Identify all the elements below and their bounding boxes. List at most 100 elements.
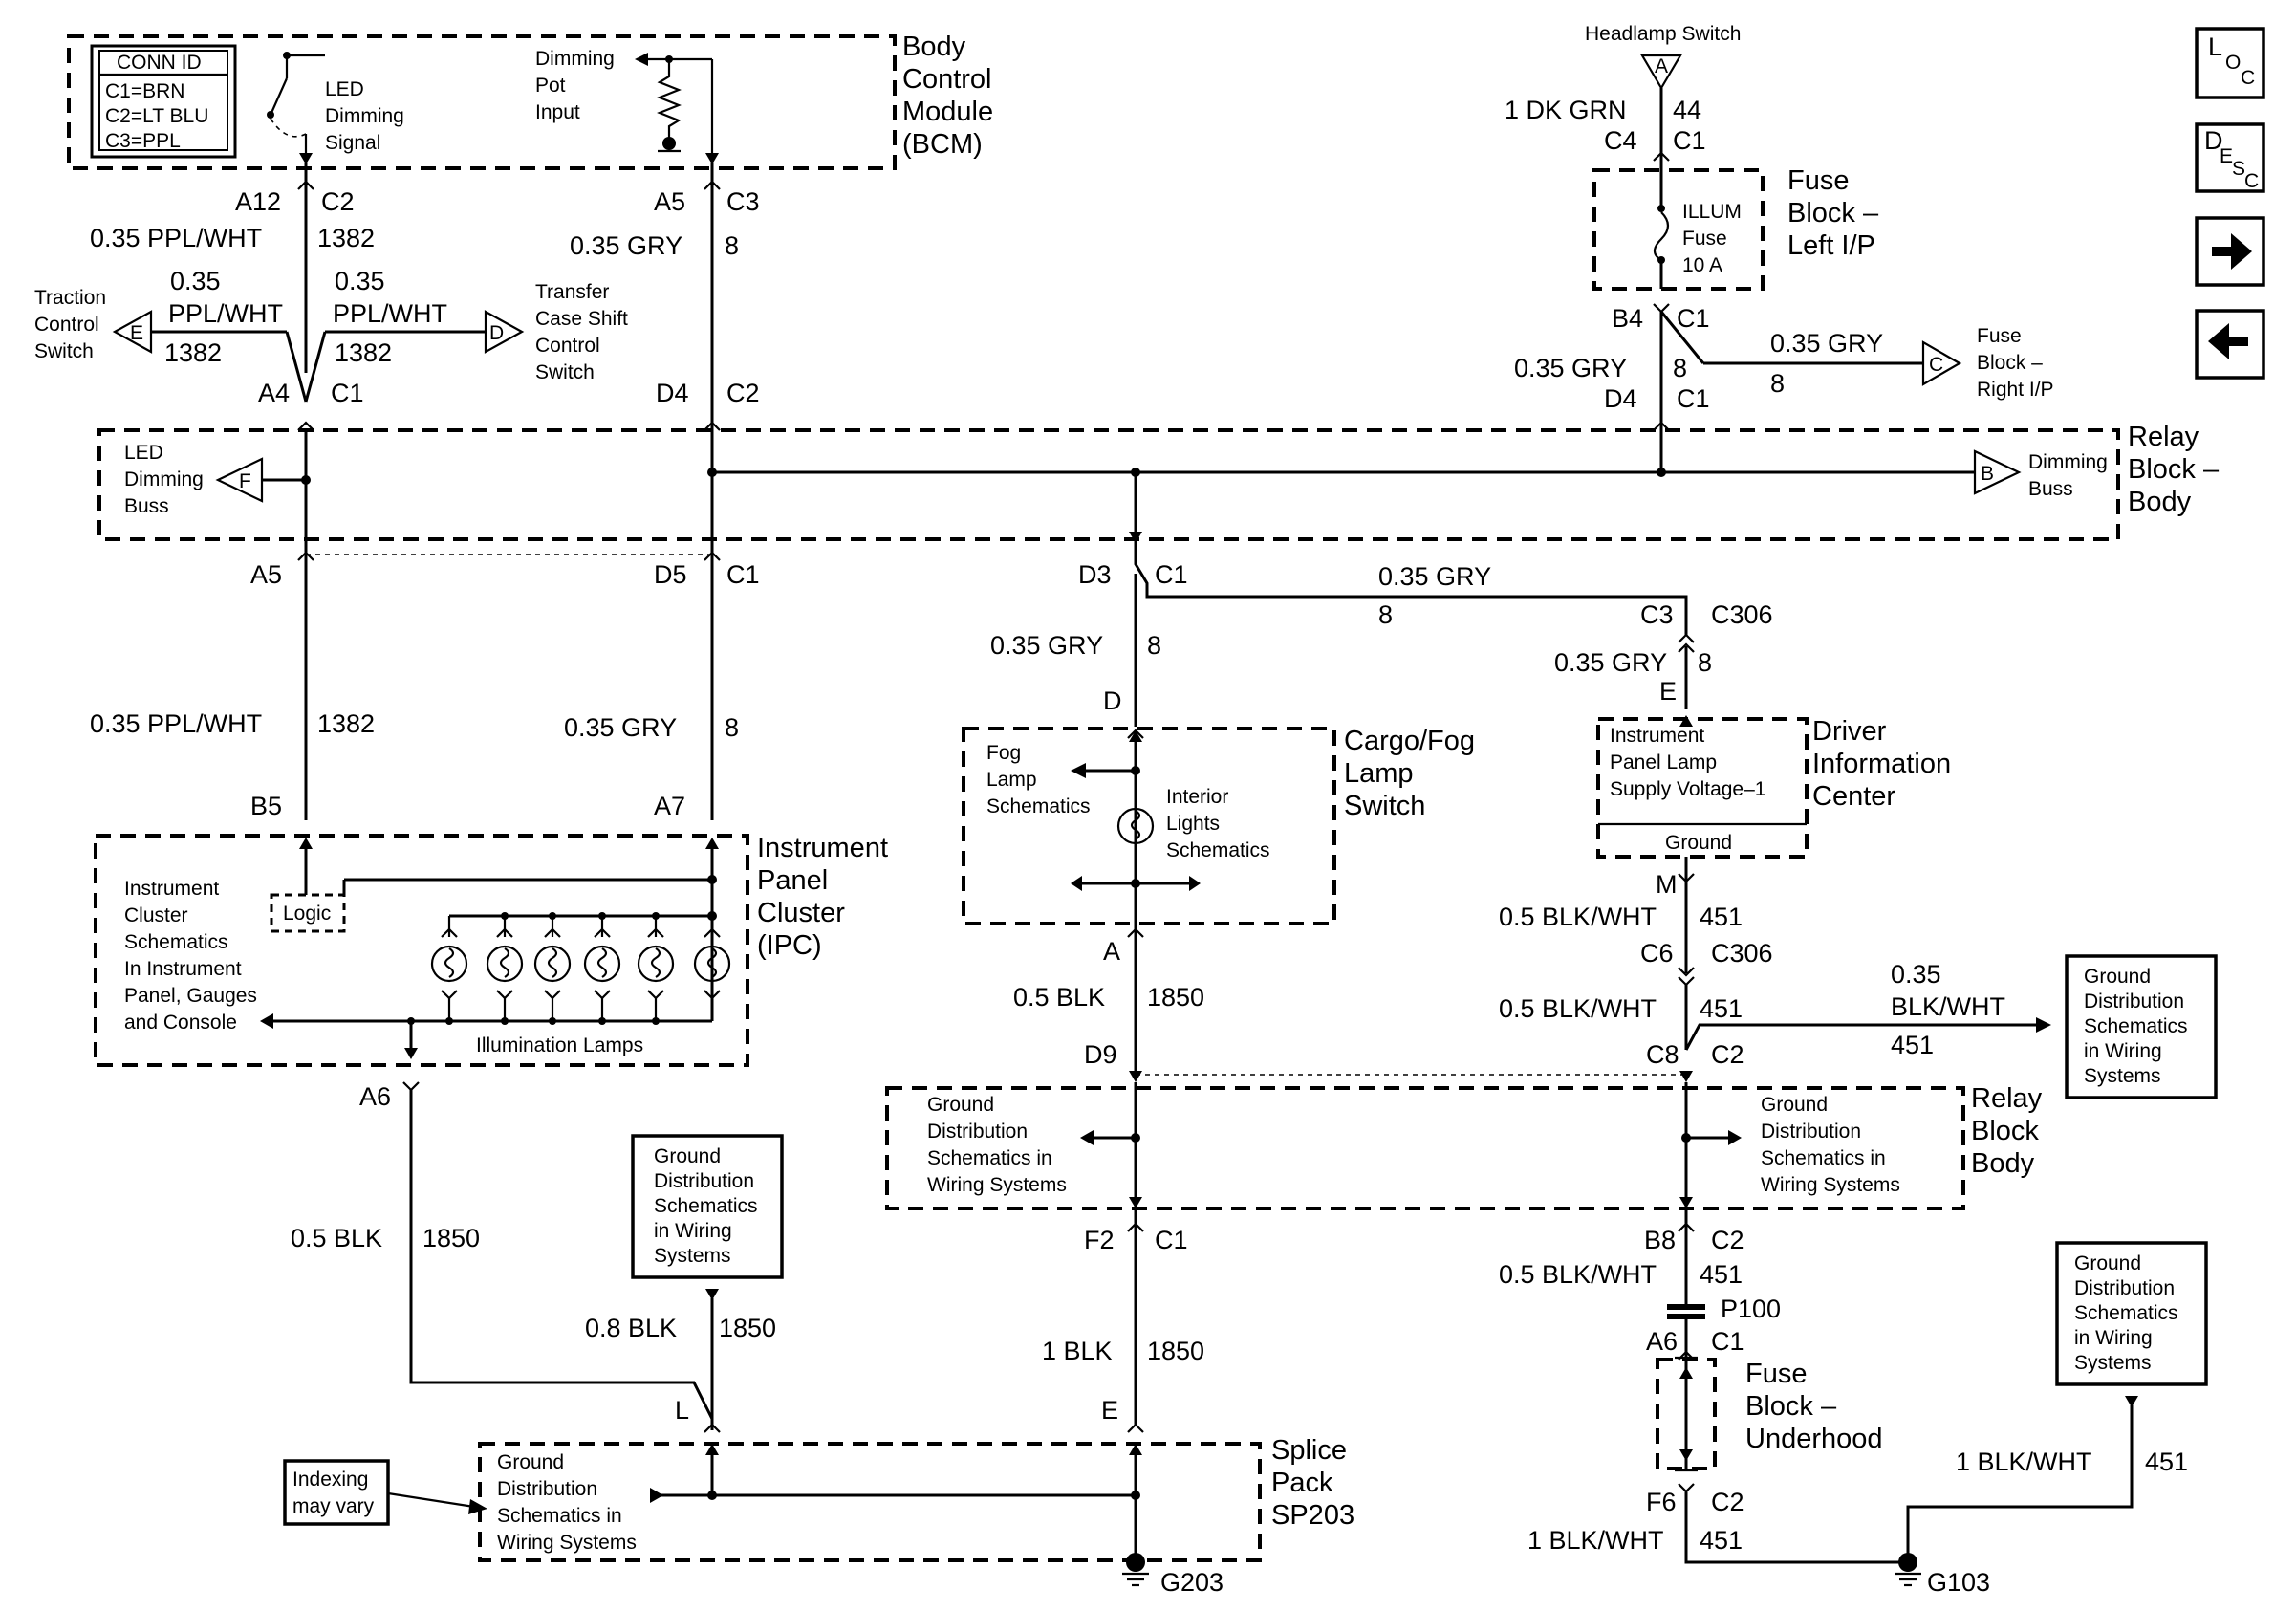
pin-d3: D3 — [1078, 560, 1112, 589]
conn-id-title: CONN ID — [117, 52, 202, 74]
pin-l: L — [675, 1396, 689, 1425]
ground-box-c8: Ground Distribution Schematics in Wiring… — [2065, 954, 2218, 1099]
wire-transfer-gauge: 0.35 — [335, 267, 385, 295]
wire-0-5-blk-wht-m: 0.5 BLK/WHT — [1499, 903, 1657, 931]
pin-c1-d3: C1 — [1155, 560, 1188, 589]
pin-d4-left: D4 — [656, 379, 689, 407]
fuse-right-label-3: Right I/P — [1977, 379, 2054, 401]
fuse-block-left-label-1: Fuse — [1787, 165, 1849, 196]
pin-d4-right: D4 — [1604, 384, 1637, 413]
tri-e: E — [130, 322, 143, 344]
interior-label-2: Lights — [1166, 813, 1220, 835]
circuit-8-ipc: 8 — [725, 713, 739, 742]
led-buss-label-2: Dimming — [124, 468, 204, 490]
underhood-label-3: Underhood — [1745, 1424, 1883, 1454]
led-buss-label-1: LED — [124, 442, 163, 464]
indexing-label-1: Indexing — [292, 1469, 368, 1491]
transfer-label-1: Transfer — [535, 281, 609, 303]
ipc-text-1: Instrument — [124, 878, 219, 900]
circuit-transfer-1382: 1382 — [335, 338, 392, 367]
headlamp-switch-label: Headlamp Switch — [1585, 23, 1741, 45]
gb2-l3: Schematics — [2084, 1015, 2188, 1037]
ground-g203-label: G203 — [1160, 1568, 1224, 1597]
pin-c4: C4 — [1604, 126, 1637, 155]
underhood-label-2: Block – — [1745, 1391, 1837, 1422]
wire-1-blk: 1 BLK — [1042, 1337, 1113, 1365]
gb3-l2: Distribution — [2074, 1277, 2175, 1299]
cargo-label-3: Switch — [1344, 791, 1425, 821]
tri-b: B — [1981, 463, 1994, 485]
ipc-text-3: Schematics — [124, 931, 228, 953]
pin-c1-a6: C1 — [1711, 1327, 1744, 1356]
led-buss-connector-f: F — [215, 457, 264, 503]
pot-label-3: Input — [535, 101, 580, 123]
transfer-label-3: Control — [535, 335, 600, 357]
pot-label-2: Pot — [535, 75, 566, 97]
pin-a6: A6 — [359, 1082, 391, 1111]
desc-label-c: C — [2244, 170, 2259, 192]
fuse-right-connector-c: C — [1921, 340, 1962, 386]
ipc-text-4: In Instrument — [124, 958, 242, 980]
circuit-451-m: 451 — [1700, 903, 1743, 931]
tri-a: A — [1655, 55, 1668, 77]
wire-0-35-ppl-wht: 0.35 PPL/WHT — [90, 224, 262, 252]
loc-label-l: L — [2208, 33, 2222, 61]
traction-label-1: Traction — [34, 287, 106, 309]
wire-blk-wht-c8: BLK/WHT — [1891, 992, 2005, 1021]
traction-connector-e: E — [112, 310, 153, 354]
gd-right-3: Schematics in — [1761, 1147, 1886, 1169]
pin-d9: D9 — [1084, 1040, 1117, 1069]
circuit-8-dic: 8 — [1378, 600, 1393, 629]
next-button[interactable] — [2195, 216, 2265, 287]
gd-left-4: Wiring Systems — [927, 1174, 1067, 1196]
loc-label-o: O — [2225, 52, 2241, 74]
wire-transfer-color: PPL/WHT — [333, 299, 447, 328]
gb2-l5: Systems — [2084, 1065, 2161, 1087]
gb1-l5: Systems — [654, 1245, 731, 1267]
wire-0-5-blk-wht-c6: 0.5 BLK/WHT — [1499, 994, 1657, 1023]
dic-label-2: Information — [1812, 749, 1951, 779]
ipc-text-5: Panel, Gauges — [124, 985, 257, 1007]
conn-id-c2: C2=LT BLU — [105, 105, 208, 127]
indexing-note: Indexing may vary — [283, 1459, 390, 1526]
lamp-icon — [693, 927, 731, 1000]
gb3-l5: Systems — [2074, 1352, 2152, 1374]
conn-id-box: CONN ID C1=BRN C2=LT BLU C3=PPL — [90, 44, 237, 159]
gd-splice-4: Wiring Systems — [497, 1532, 637, 1554]
led-signal-label-3: Signal — [325, 132, 380, 154]
interior-label-1: Interior — [1166, 786, 1228, 808]
wire-gry-fuse-right: 0.35 GRY — [1770, 329, 1883, 358]
loc-label-c: C — [2241, 67, 2255, 89]
circuit-1850-ipc: 1850 — [422, 1224, 480, 1252]
tri-f: F — [239, 470, 251, 492]
wire-gry-ipc: 0.35 GRY — [564, 713, 677, 742]
illum-fuse-label-2: Fuse — [1682, 228, 1727, 250]
indexing-label-2: may vary — [292, 1495, 375, 1517]
wire-traction-color: PPL/WHT — [168, 299, 283, 328]
pin-c3-bcm: C3 — [726, 187, 760, 216]
prev-button[interactable] — [2195, 309, 2265, 380]
pin-b8: B8 — [1644, 1226, 1676, 1254]
relay-block-top — [97, 428, 2120, 541]
led-buss-label-3: Buss — [124, 495, 169, 517]
relay-top-label-2: Block – — [2128, 454, 2220, 485]
desc-button[interactable]: D E S C — [2195, 122, 2265, 193]
pin-d-cargo: D — [1103, 686, 1122, 715]
logic-label: Logic — [283, 903, 331, 925]
gb2-l4: in Wiring — [2084, 1040, 2162, 1062]
wire-gry-fuse-left: 0.35 GRY — [1514, 354, 1627, 382]
loc-button[interactable]: L O C — [2195, 27, 2265, 99]
fog-label-3: Schematics — [986, 795, 1091, 817]
circuit-1850-cargo: 1850 — [1147, 983, 1204, 1012]
pin-d5: D5 — [654, 560, 687, 589]
led-signal-label-2: Dimming — [325, 105, 404, 127]
pin-c2-b8: C2 — [1711, 1226, 1744, 1254]
wire-0-8-blk: 0.8 BLK — [585, 1314, 677, 1342]
dimming-buss-connector-b: B — [1973, 449, 2022, 495]
pin-c1-c4: C1 — [1673, 126, 1706, 155]
circuit-8-bcm: 8 — [725, 231, 739, 260]
relay-bottom-label-3: Body — [1971, 1148, 2035, 1179]
ipc-module — [94, 834, 749, 1067]
lamp-icon — [430, 916, 468, 1021]
